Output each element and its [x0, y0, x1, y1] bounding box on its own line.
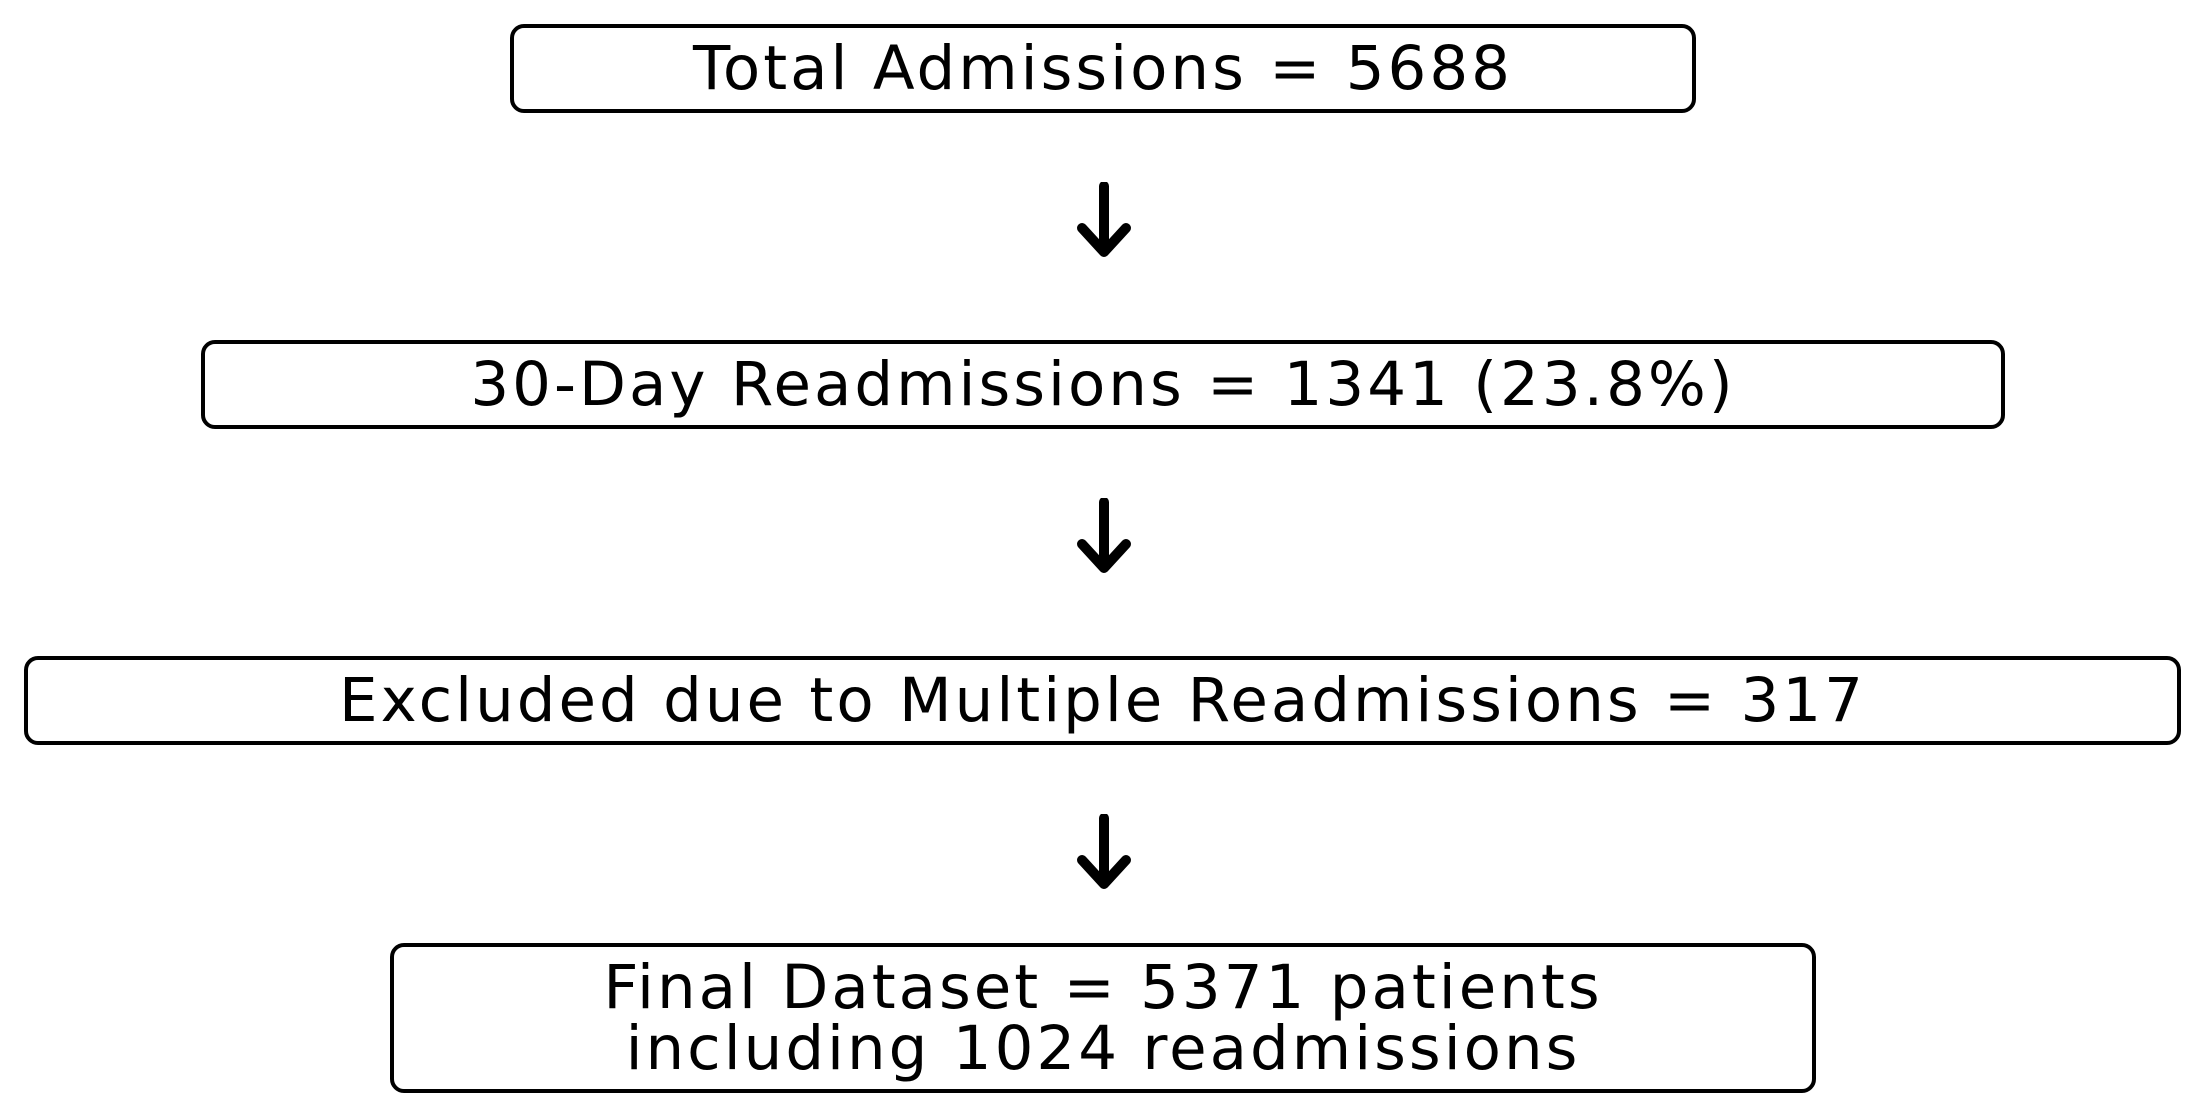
readmissions-text: 30-Day Readmissions = 1341 (23.8%) [470, 349, 1736, 420]
excluded-box: Excluded due to Multiple Readmissions = … [24, 656, 2181, 745]
final-dataset-box: Final Dataset = 5371 patients including … [390, 943, 1816, 1093]
down-arrow-icon [1077, 498, 1131, 573]
final-dataset-line-2: including 1024 readmissions [625, 1013, 1581, 1084]
total-admissions-box: Total Admissions = 5688 [510, 24, 1696, 113]
down-arrow-icon [1077, 182, 1131, 257]
excluded-text: Excluded due to Multiple Readmissions = … [339, 665, 1866, 736]
down-arrow-icon [1077, 814, 1131, 889]
final-dataset-line-1: Final Dataset = 5371 patients [603, 952, 1603, 1023]
total-admissions-text: Total Admissions = 5688 [692, 33, 1513, 104]
readmissions-box: 30-Day Readmissions = 1341 (23.8%) [201, 340, 2005, 429]
